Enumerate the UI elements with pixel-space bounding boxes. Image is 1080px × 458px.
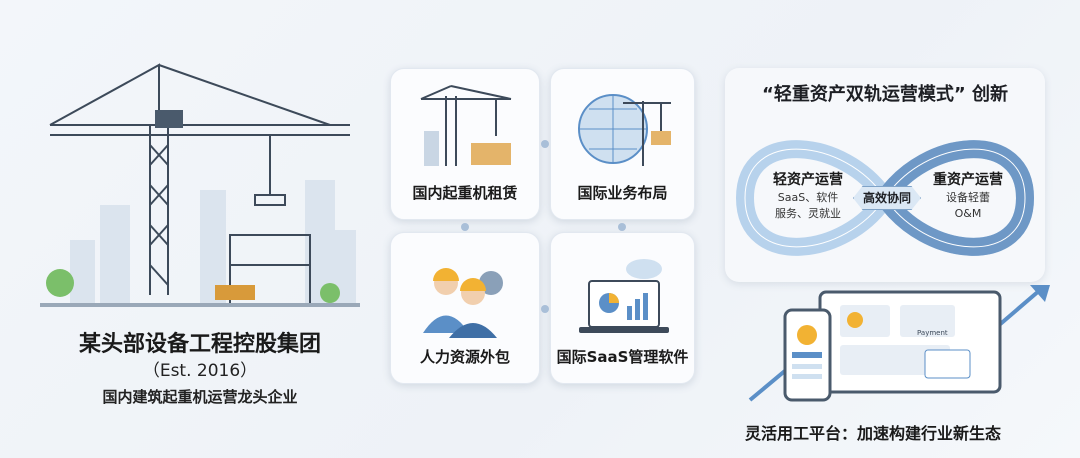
payment-label: Payment bbox=[917, 329, 948, 337]
connector-dot bbox=[461, 223, 469, 231]
connector-dot bbox=[618, 223, 626, 231]
card-label: 人力资源外包 bbox=[419, 348, 510, 366]
dual-track-model-panel: “轻重资产双轨运营模式” 创新 轻资产运营 SaaS、软件 服务、灵就业 高效协… bbox=[725, 68, 1045, 282]
crane-city-illustration bbox=[40, 63, 360, 307]
laptop-dashboard-icon bbox=[579, 259, 669, 333]
established-year: （Est. 2016） bbox=[142, 361, 258, 381]
company-name: 某头部设备工程控股集团 bbox=[78, 332, 321, 357]
heavy-asset-section: 重资产运营 设备轻蕾 O&M bbox=[923, 172, 1013, 222]
light-asset-section: 轻资产运营 SaaS、软件 服务、灵就业 bbox=[763, 172, 853, 222]
model-title: “轻重资产双轨运营模式” 创新 bbox=[762, 84, 1008, 105]
heavy-asset-title: 重资产运营 bbox=[933, 172, 1003, 188]
crane-icon bbox=[420, 85, 512, 166]
workers-icon bbox=[423, 268, 503, 338]
synergy-arrow: 高效协同 bbox=[853, 186, 921, 210]
card-label: 国际业务布局 bbox=[577, 184, 668, 202]
card-international-business: 国际业务布局 bbox=[550, 68, 695, 220]
card-hr-outsourcing: 人力资源外包 bbox=[390, 232, 540, 384]
globe-crane-icon bbox=[578, 94, 671, 166]
platform-illustration bbox=[748, 285, 1050, 402]
card-label: 国际SaaS管理软件 bbox=[556, 348, 689, 366]
card-label: 国内起重机租赁 bbox=[412, 184, 518, 202]
connector-dot bbox=[541, 140, 549, 148]
card-domestic-crane-rental: 国内起重机租赁 bbox=[390, 68, 540, 220]
light-asset-title: 轻资产运营 bbox=[773, 172, 843, 188]
light-asset-line1: SaaS、软件 bbox=[777, 191, 839, 204]
heavy-asset-line2: O&M bbox=[954, 207, 982, 220]
company-tagline: 国内建筑起重机运营龙头企业 bbox=[102, 388, 298, 406]
heavy-asset-line1: 设备轻蕾 bbox=[946, 191, 990, 204]
platform-footer: 灵活用工平台：加速构建行业新生态 bbox=[745, 424, 1002, 443]
light-asset-line2: 服务、灵就业 bbox=[775, 207, 841, 220]
card-international-saas: 国际SaaS管理软件 bbox=[550, 232, 695, 384]
connector-dot bbox=[541, 305, 549, 313]
